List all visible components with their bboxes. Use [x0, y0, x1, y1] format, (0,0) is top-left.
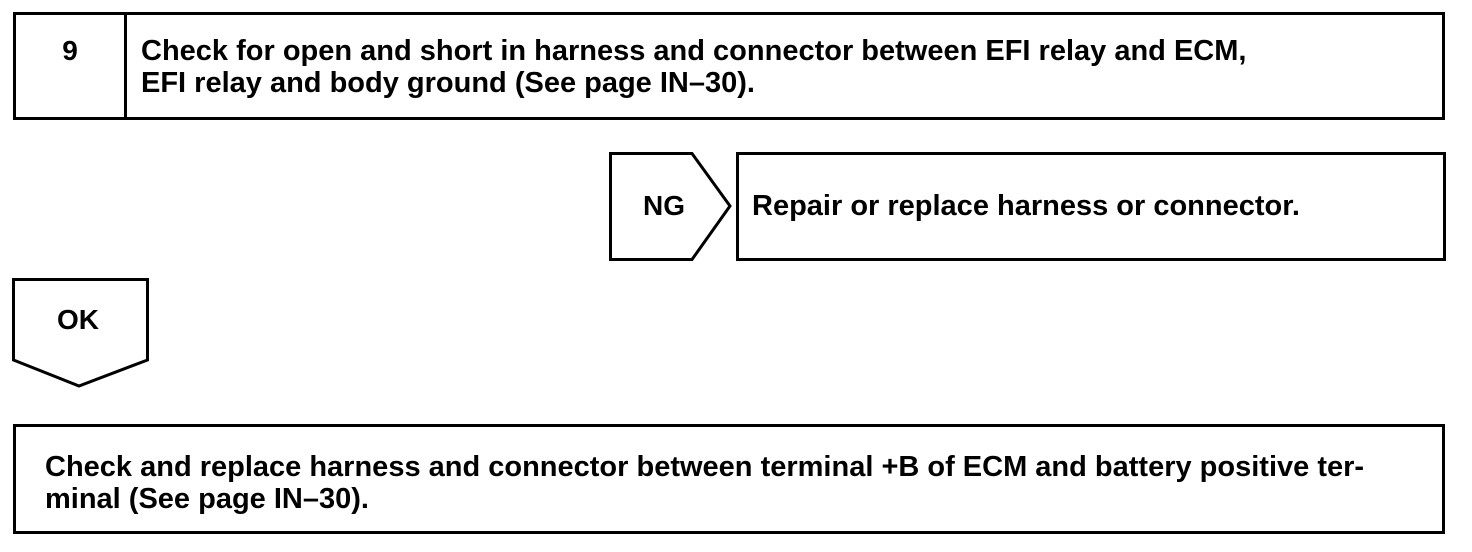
next-action-line-2: minal (See page IN–30).	[45, 483, 369, 515]
step-number: 9	[16, 15, 127, 117]
ng-label: NG	[643, 190, 685, 221]
ng-action-text: Repair or replace harness or connector.	[752, 190, 1300, 222]
ng-action-box: Repair or replace harness or connector.	[736, 152, 1446, 261]
step-instruction-line-2: EFI relay and body ground (See page IN–3…	[141, 67, 755, 99]
ok-arrow-icon	[12, 278, 149, 388]
ng-arrow-icon	[609, 152, 732, 261]
next-action-box: Check and replace harness and connector …	[13, 424, 1445, 534]
ok-label: OK	[57, 304, 99, 335]
step-box: 9 Check for open and short in harness an…	[13, 12, 1445, 120]
ok-arrow-shape: OK	[12, 278, 152, 390]
ng-arrow-shape: NG	[609, 152, 733, 262]
step-instruction-line-1: Check for open and short in harness and …	[141, 35, 1247, 67]
step-instruction: Check for open and short in harness and …	[127, 15, 1442, 117]
next-action-line-1: Check and replace harness and connector …	[45, 451, 1365, 483]
